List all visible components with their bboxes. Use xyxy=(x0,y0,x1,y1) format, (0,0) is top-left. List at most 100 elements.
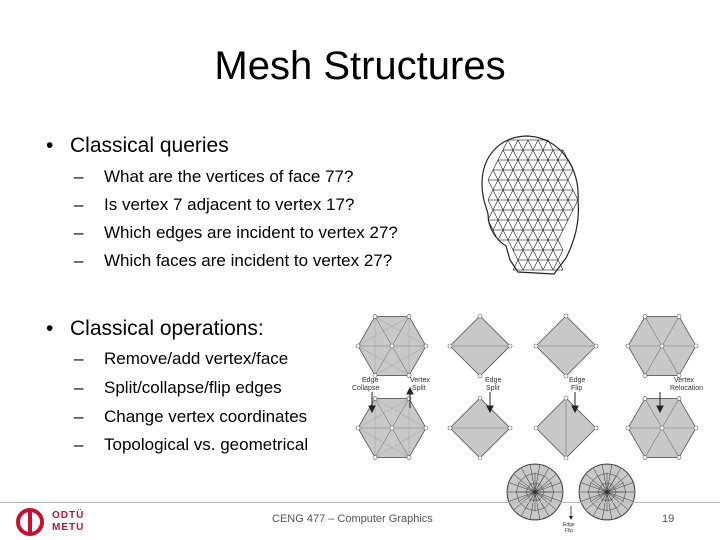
head-mesh-edge xyxy=(562,189,569,201)
head-mesh-edge xyxy=(567,199,574,211)
sub-item: –Split/collapse/flip edges xyxy=(74,378,282,397)
head-mesh-edge xyxy=(537,179,544,191)
sub-item: –Remove/add vertex/face xyxy=(74,349,289,368)
head-mesh-edge xyxy=(557,199,564,211)
label-edge: Edge xyxy=(569,377,585,384)
head-mesh-edge xyxy=(537,159,544,171)
mesh-vertex xyxy=(563,455,569,460)
head-mesh-edge xyxy=(517,149,524,161)
bullet-glyph: • xyxy=(46,134,54,157)
head-mesh-edge xyxy=(517,229,524,241)
mesh-edge xyxy=(644,345,663,376)
round-mesh-edge xyxy=(534,473,557,493)
mesh-vertex xyxy=(563,313,569,319)
head-mesh-edge xyxy=(492,209,499,221)
label-split: Split xyxy=(486,385,500,392)
head-mesh-edge xyxy=(552,199,559,211)
flip-arrow-head xyxy=(569,516,573,520)
head-mesh-edge xyxy=(542,179,549,191)
head-mesh-edge xyxy=(532,169,539,181)
head-mesh-edge xyxy=(517,239,524,251)
head-mesh-edge xyxy=(522,179,529,191)
round-mesh-edge xyxy=(508,482,536,493)
mesh-vertex xyxy=(676,314,682,319)
head-mesh-edge xyxy=(497,199,504,211)
head-mesh-edge xyxy=(572,189,579,201)
head-mesh-edge xyxy=(542,209,549,221)
head-mesh-edge xyxy=(527,239,534,251)
round-mesh-edge xyxy=(534,464,541,493)
mesh-vertex xyxy=(447,343,453,349)
head-mesh-edge xyxy=(537,249,544,261)
round-mesh-edge xyxy=(585,491,608,511)
head-mesh-edge xyxy=(492,219,499,231)
head-mesh-edge xyxy=(532,189,539,201)
round-mesh-edge xyxy=(518,482,536,493)
round-mesh-edge xyxy=(606,491,624,502)
mesh-vertex xyxy=(355,425,361,431)
head-mesh-edge xyxy=(512,179,519,191)
page-number: 19 xyxy=(662,513,675,525)
head-mesh-edge xyxy=(557,219,564,231)
round-mesh-edge xyxy=(534,491,562,502)
head-mesh-edge xyxy=(502,199,509,211)
mesh-vertex xyxy=(507,343,513,349)
round-mesh-edge xyxy=(529,464,536,493)
head-mesh-edge xyxy=(532,229,539,241)
label-edge: Edge xyxy=(362,377,378,384)
round-mesh-edge xyxy=(606,491,622,517)
head-mesh-edge xyxy=(542,229,549,241)
label-edge: Edge xyxy=(485,377,501,384)
head-mesh-edge xyxy=(537,209,544,221)
round-mesh xyxy=(578,463,636,521)
head-mesh-edge xyxy=(547,179,554,191)
round-mesh-edge xyxy=(508,491,536,502)
sub-item: –Is vertex 7 adjacent to vertex 17? xyxy=(74,195,355,214)
operation-arrows xyxy=(368,386,664,414)
mesh-vertex xyxy=(406,314,412,319)
head-mesh-edge xyxy=(547,209,554,221)
label-collapse: Collapse xyxy=(352,385,379,392)
head-mesh-edge xyxy=(517,189,524,201)
head-mesh-edge xyxy=(547,259,554,271)
head-mesh-edge xyxy=(532,219,539,231)
label-vertex: Vertex xyxy=(674,377,694,384)
mesh-edge xyxy=(374,345,427,376)
round-mesh-edge xyxy=(590,482,608,493)
head-mesh-edge xyxy=(527,169,534,181)
head-mesh-edge xyxy=(532,149,539,161)
head-mesh-edge xyxy=(537,139,544,151)
mesh-vertex xyxy=(659,343,665,349)
head-mesh-edge xyxy=(502,179,509,191)
mesh-vertex xyxy=(477,373,483,379)
mesh-edge xyxy=(644,398,663,429)
head-mesh-edge xyxy=(512,189,519,201)
round-mesh-edge xyxy=(529,491,536,520)
head-mesh-edge xyxy=(537,259,544,271)
head-mesh-edge xyxy=(522,199,529,211)
mesh-vertex xyxy=(563,373,569,379)
round-mesh-edge xyxy=(590,491,608,502)
mesh-vertex xyxy=(447,425,453,431)
head-mesh-edge xyxy=(517,249,524,261)
head-mesh-edge xyxy=(487,189,494,201)
head-mesh-edge xyxy=(507,239,514,251)
head-mesh-edge xyxy=(512,159,519,171)
mesh-edge xyxy=(644,316,663,347)
head-mesh-edge xyxy=(502,149,509,161)
head-mesh-edge xyxy=(557,229,564,241)
head-mesh-edge xyxy=(572,199,579,211)
mesh-edge xyxy=(644,427,663,458)
head-mesh-edge xyxy=(552,169,559,181)
head-mesh-edge xyxy=(547,139,554,151)
head-mesh-edge xyxy=(497,179,504,191)
head-mesh-edge xyxy=(517,159,524,171)
head-mesh-edge xyxy=(532,249,539,261)
head-mesh-edge xyxy=(512,259,519,271)
head-mesh-edge xyxy=(507,199,514,211)
head-mesh-edge xyxy=(542,249,549,261)
head-mesh-edge xyxy=(552,219,559,231)
head-mesh-edge xyxy=(537,149,544,161)
bullet-text: Classical queries xyxy=(70,134,229,157)
